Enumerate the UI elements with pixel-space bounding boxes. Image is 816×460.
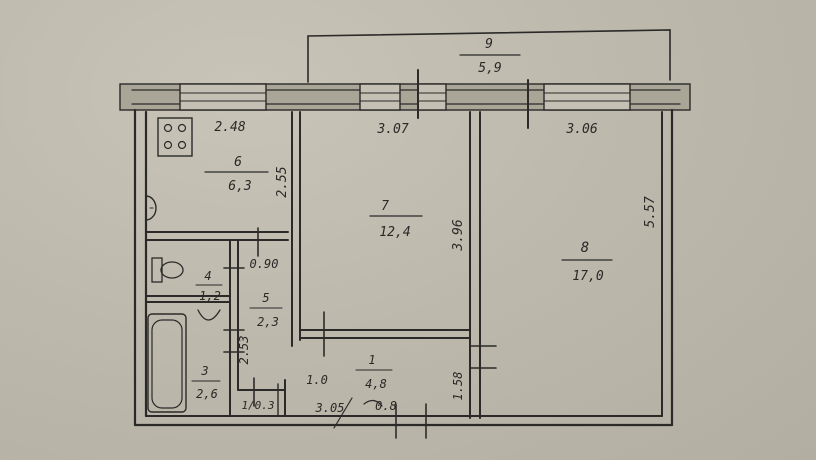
window-1	[179, 83, 267, 111]
room-1-area: 4,8	[365, 377, 387, 391]
room-8-area: 17,0	[572, 269, 603, 284]
bathtub-icon	[147, 313, 187, 413]
balcony-door	[417, 69, 447, 119]
dim-1-0: 1.0	[306, 373, 328, 387]
room-4-label: 4 1,2	[195, 269, 223, 303]
dim-small: 0.8	[375, 399, 397, 413]
dim-3-96: 3.96	[451, 219, 466, 251]
pencil-scribble	[333, 397, 383, 429]
dimension-labels: 2.48 3.07 3.06 0.90 1.0 3.05 1/0.3 0.8 2…	[214, 120, 658, 415]
room-5-number: 5	[262, 291, 269, 305]
room-7-area: 12,4	[379, 225, 410, 240]
room-4-area: 1,2	[199, 289, 221, 303]
room-3-area: 2,6	[196, 387, 218, 401]
door-marks	[223, 227, 497, 439]
dim-5-57: 5.57	[643, 196, 658, 227]
dim-3-06: 3.06	[565, 122, 597, 137]
room-3-label: 3 2,6	[191, 364, 221, 401]
dim-0-3: 1/0.3	[241, 399, 274, 412]
window-3	[527, 79, 631, 129]
basin-icon	[197, 309, 221, 321]
dim-3-05: 3.05	[315, 401, 345, 415]
balcony-outline	[307, 29, 671, 83]
room-7-label: 7 12,4	[369, 199, 423, 240]
window-2	[359, 83, 401, 111]
sink-icon	[145, 195, 157, 221]
outer-walls	[133, 108, 674, 427]
room-6-area: 6,3	[228, 179, 251, 194]
room-9-number: 9	[485, 37, 493, 52]
room-9-label: 9 5,9	[459, 37, 521, 76]
dim-2-48: 2.48	[214, 120, 245, 135]
dim-0-90: 0.90	[250, 257, 279, 271]
stove-icon	[157, 117, 193, 157]
room-6-number: 6	[234, 155, 242, 170]
dim-3-07: 3.07	[376, 122, 408, 137]
room-3-number: 3	[200, 364, 208, 378]
dim-1-58: 1.58	[451, 372, 465, 401]
dim-2-53: 2.53	[237, 336, 251, 365]
room-8-label: 8 17,0	[561, 240, 613, 284]
dim-2-55: 2.55	[275, 166, 290, 197]
room-7-number: 7	[381, 199, 389, 214]
room-1-number: 1	[368, 353, 375, 367]
room-6-label: 6 6,3	[204, 155, 269, 194]
room-9-area: 5,9	[478, 61, 501, 76]
interior-walls	[145, 111, 481, 419]
toilet-icon	[151, 257, 184, 283]
room-5-area: 2,3	[257, 315, 279, 329]
room-1-label: 1 4,8	[355, 353, 393, 391]
room-8-number: 8	[581, 240, 589, 256]
room-4-number: 4	[204, 269, 211, 283]
room-5-label: 5 2,3	[249, 291, 283, 329]
